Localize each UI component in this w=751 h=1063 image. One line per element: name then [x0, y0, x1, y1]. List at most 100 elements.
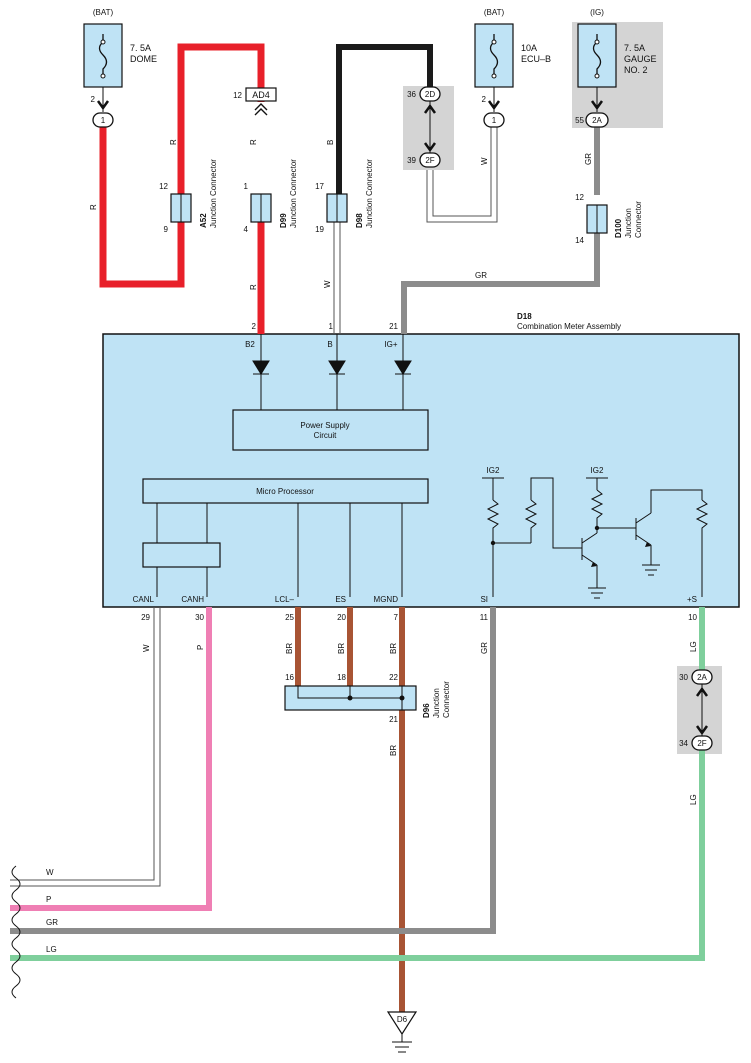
meter-pin-11: 11: [480, 613, 489, 622]
a52-pin-top: 12: [159, 182, 168, 191]
d100-desc2: Connector: [634, 201, 643, 238]
inline-2f-lg: 2F: [697, 739, 706, 748]
inline-pin-36: 36: [407, 90, 416, 99]
speed-signal-circuit: [482, 477, 709, 599]
d96-id: D96: [422, 703, 431, 718]
gauge-source: (IG): [590, 8, 604, 17]
ecub-conn: 1: [492, 116, 497, 125]
wire-color-w-1: W: [323, 280, 332, 288]
d100-pin-bottom: 14: [575, 236, 584, 245]
meter-pin-21: 21: [389, 322, 398, 331]
gray-wire-ig: [401, 232, 600, 334]
wire-color-p-left: P: [46, 895, 51, 904]
meter-id: D18: [517, 312, 532, 321]
meter-label-lcl: LCL–: [275, 595, 295, 604]
a52-desc: Junction Connector: [209, 159, 218, 228]
ground-d6: [386, 1011, 418, 1053]
inline-pin-34: 34: [679, 739, 688, 748]
wire-color-r-4: R: [249, 284, 258, 290]
d96-pin-18: 18: [337, 673, 346, 682]
wire-color-br-2: BR: [337, 643, 346, 654]
meter-label-plus-s: +S: [687, 595, 697, 604]
meter-label-b: B: [327, 340, 332, 349]
d96-desc1: Junction: [432, 688, 441, 718]
d96-pin-22: 22: [389, 673, 398, 682]
power-supply-circuit: [232, 409, 429, 451]
wire-color-w-3: W: [142, 644, 151, 652]
meter-pin-20: 20: [337, 613, 346, 622]
a52-id: A52: [199, 213, 208, 228]
gauge-conn: 2A: [592, 116, 602, 125]
gauge-name2: NO. 2: [624, 65, 648, 75]
d98-id: D98: [355, 213, 364, 228]
wire-color-br-1: BR: [285, 643, 294, 654]
wire-color-gr-2: GR: [475, 271, 487, 280]
micro-processor-lines: [156, 503, 403, 597]
inline-connector-2d-2f: [419, 86, 441, 168]
power-supply-line2: Circuit: [314, 431, 337, 440]
dome-rating: 7. 5A: [130, 43, 151, 53]
meter-name: Combination Meter Assembly: [517, 322, 621, 331]
d98-pin-top: 17: [315, 182, 324, 191]
micro-processor: [142, 478, 429, 504]
ecub-name: ECU–B: [521, 54, 551, 64]
gauge-rating: 7. 5A: [624, 43, 645, 53]
wire-color-w-2: W: [480, 157, 489, 165]
wire-color-gr-1: GR: [584, 153, 593, 165]
d99-id: D99: [279, 213, 288, 228]
d100-id: D100: [614, 218, 623, 238]
ecub-pin: 2: [482, 95, 487, 104]
inline-2d: 2D: [425, 90, 435, 99]
inline-connector-2a-2f: [691, 669, 713, 751]
meter-label-canl: CANL: [133, 595, 155, 604]
meter-pin-2: 2: [252, 322, 257, 331]
meter-label-si: SI: [480, 595, 488, 604]
can-transceiver: [142, 542, 221, 568]
wire-color-w-left: W: [46, 868, 54, 877]
ad4-label: AD4: [252, 90, 270, 100]
inline-2f: 2F: [425, 156, 434, 165]
d99-desc: Junction Connector: [289, 159, 298, 228]
meter-label-canh: CANH: [181, 595, 204, 604]
meter-label-b2: B2: [245, 340, 255, 349]
wire-color-r-1: R: [89, 204, 98, 210]
wire-color-lg-left: LG: [46, 945, 57, 954]
pink-wire-canh: [10, 607, 212, 911]
d98-desc: Junction Connector: [365, 159, 374, 228]
wire-color-br-3: BR: [389, 643, 398, 654]
d99-pin-top: 1: [244, 182, 249, 191]
dome-source: (BAT): [93, 8, 114, 17]
red-wire-dome: [99, 43, 265, 288]
wire-color-r-3: R: [249, 139, 258, 145]
ground-label: D6: [397, 1015, 408, 1024]
meter-pin-7: 7: [394, 613, 399, 622]
input-diodes: [252, 334, 412, 410]
wire-color-gr-3: GR: [480, 642, 489, 654]
meter-pin-29: 29: [141, 613, 150, 622]
ig2-label-2: IG2: [591, 466, 604, 475]
inline-2a: 2A: [697, 673, 707, 682]
d100-pin-top: 12: [575, 193, 584, 202]
ad4-pin: 12: [233, 91, 242, 100]
d96-desc2: Connector: [442, 681, 451, 718]
fuse-dome: [83, 23, 123, 128]
dome-conn: 1: [101, 116, 106, 125]
a52-pin-bottom: 9: [164, 225, 169, 234]
micro-processor-label: Micro Processor: [256, 487, 314, 496]
d98-pin-bottom: 19: [315, 225, 324, 234]
fuse-ecu-b: [474, 23, 514, 128]
ig2-label-1: IG2: [487, 466, 500, 475]
wire-color-lg-1: LG: [689, 641, 698, 652]
d100-desc1: Junction: [624, 208, 633, 238]
inline-pin-30: 30: [679, 673, 688, 682]
power-supply-line1: Power Supply: [300, 421, 349, 430]
wire-color-b: B: [326, 140, 335, 145]
inline-pin-39: 39: [407, 156, 416, 165]
wire-color-r-2: R: [169, 139, 178, 145]
meter-pin-10: 10: [688, 613, 697, 622]
ecub-rating: 10A: [521, 43, 537, 53]
dome-pin: 2: [91, 95, 96, 104]
dome-name: DOME: [130, 54, 157, 64]
d96-pin-16: 16: [285, 673, 294, 682]
